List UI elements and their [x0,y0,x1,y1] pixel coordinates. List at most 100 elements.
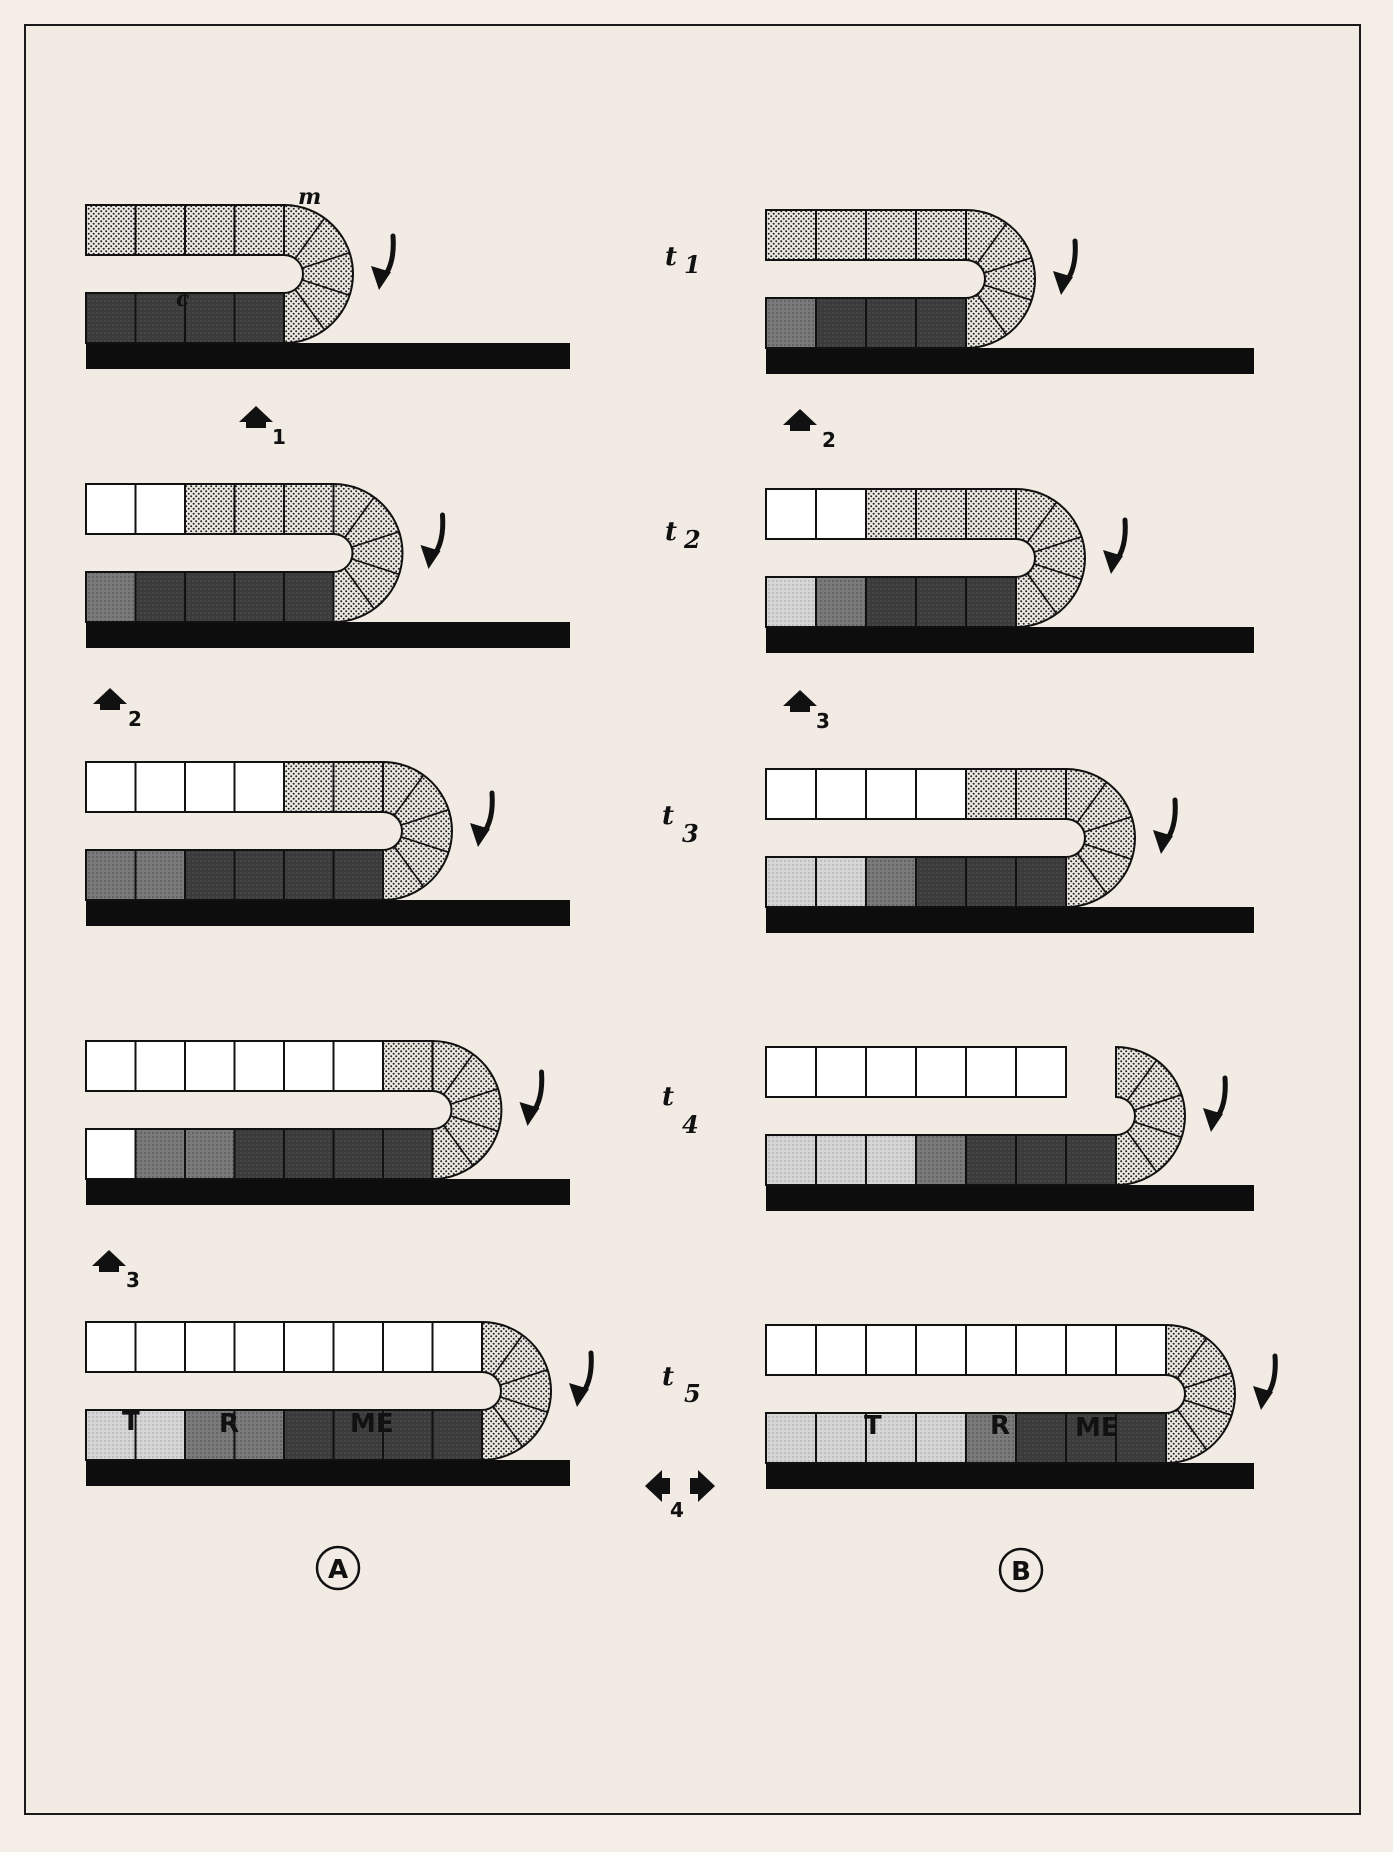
bottom-strand-cell [965,576,1017,628]
time-label-t4: t 4 [662,1082,699,1139]
top-strand-cell [134,761,186,813]
top-strand-cell [85,1040,137,1092]
svg-text:A: A [328,1555,348,1585]
bottom-strand-cell [85,571,137,623]
bottom-strand-cell [1115,1412,1167,1464]
membrane-a-t1 [85,203,570,369]
top-strand-cell [85,483,137,535]
bottom-strand-cell [1015,1412,1067,1464]
bottom-strand-cell [134,1128,186,1180]
arrow-head [783,690,817,706]
hairpin-segment-line [450,1115,499,1133]
hairpin-segment-line [983,256,1032,274]
bottom-strand-cell [865,576,917,628]
top-strand-cell [283,761,335,813]
bottom-strand-cell [85,292,137,344]
rotation-arrow-head [1203,1108,1223,1132]
top-strand-cell [382,1321,434,1373]
arrow-stem [100,702,120,710]
top-strand-cell [134,483,186,535]
hairpin-bend [283,203,354,345]
top-strand-cell [233,1040,285,1092]
top-strand-cell [815,209,867,261]
annotation-m: m [298,184,321,210]
right-arrow-stem [690,1478,700,1494]
substrate-bar [766,627,1254,653]
bottom-strand-cell [815,1134,867,1186]
top-strand-cell [1015,768,1067,820]
bottom-strand-cell [865,1412,917,1464]
marker-arrow-a-t2 [93,688,127,710]
rotation-arrow-head [1253,1386,1273,1410]
marker-number-a-t1: 1 [272,425,286,449]
membrane-b-t3 [765,767,1254,933]
hairpin-segment-line [499,1368,548,1386]
membrane-a-t2 [85,482,570,648]
hairpin-segment-line [1126,1130,1158,1173]
marker-arrow-b-t2 [783,690,817,712]
top-strand-cell [431,1321,483,1373]
rotation-arrow-head [569,1383,589,1407]
substrate-bar [766,1463,1254,1489]
time-label-t5: t 5 [662,1362,701,1408]
hairpin-segment-line [1133,1121,1182,1139]
substrate-bar [86,1460,570,1486]
top-strand-cell [965,488,1017,540]
substrate-bar [86,1179,570,1205]
hairpin-segment-line [351,558,400,576]
hairpin-segment-line [344,567,375,610]
top-strand-cell [134,1321,186,1373]
bottom-strand-cell [184,849,236,901]
svg-text:5: 5 [684,1379,701,1408]
bottom-strand-cell [184,292,236,344]
hairpin-segment-line [492,1334,524,1377]
hairpin-segment-line [351,530,400,548]
bottom-strand-cell [233,292,285,344]
marker-number-a-t2: 2 [128,707,142,731]
bottom-strand-cell [915,856,967,908]
top-strand-cell [134,1040,186,1092]
bottom-strand-cell [915,297,967,349]
svg-text:t: t [662,1082,674,1112]
marker-number-b-t2: 3 [816,709,830,733]
bottom-strand-cell [233,1128,285,1180]
hairpin-segment-line [1083,815,1132,833]
label-a-ME: ME [350,1409,394,1439]
marker-number-center-t5: 4 [670,1498,684,1522]
bottom-strand-cell [765,1134,817,1186]
bottom-strand-cell [332,849,384,901]
top-strand-cell [865,768,917,820]
top-strand-cell [865,488,917,540]
top-strand-cell [233,761,285,813]
hairpin-segment-line [400,836,449,854]
bottom-strand-cell [134,292,186,344]
svg-text:2: 2 [683,525,701,554]
hairpin-segment-line [1026,572,1058,615]
time-label-t2: t 2 [665,517,701,554]
top-strand-cell [915,768,967,820]
bottom-strand-cell [815,297,867,349]
bottom-strand-cell [915,576,967,628]
bottom-strand-cell [184,571,236,623]
bottom-strand-cell [283,571,335,623]
bottom-strand-cell [283,1409,335,1461]
svg-text:t: t [662,801,674,831]
top-strand-cell [815,1324,867,1376]
hairpin-segment-line [1033,563,1082,581]
top-strand-cell [184,761,236,813]
top-strand-cell [85,1321,137,1373]
svg-text:1: 1 [684,250,701,279]
marker-number-b-t1: 2 [822,428,836,452]
arrow-head [93,688,127,704]
bottom-strand-cell [765,1412,817,1464]
top-strand-cell [765,209,817,261]
hairpin-bend [965,208,1036,350]
top-strand-cell [815,768,867,820]
marker-arrow-a-t1 [239,406,273,428]
hairpin-segment-line [492,1405,524,1448]
top-strand-cell [1115,1324,1167,1376]
bottom-strand-cell [865,856,917,908]
hairpin-bend [1115,1045,1186,1187]
hairpin-segment-line [1026,501,1058,544]
